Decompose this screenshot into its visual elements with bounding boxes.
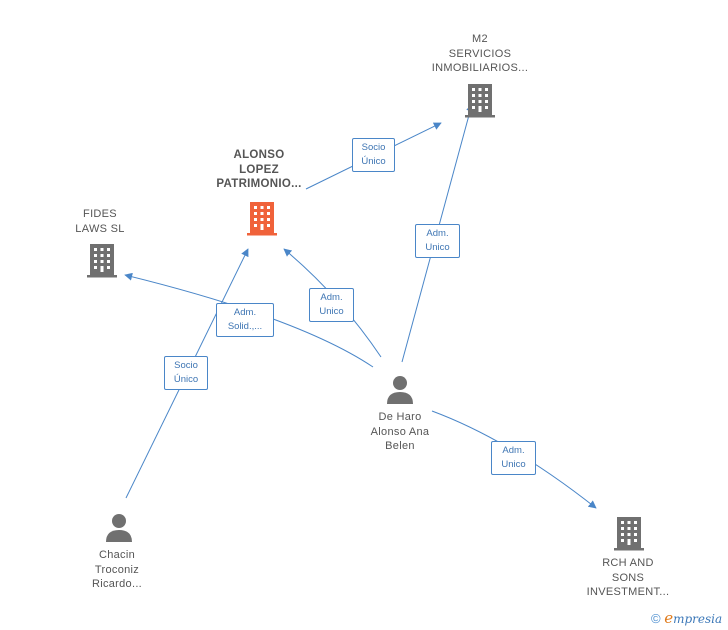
copyright-symbol: ©: [651, 611, 661, 626]
person-icon: [106, 514, 132, 542]
edge-deharo-fides: [124, 272, 374, 368]
person-icon: [387, 376, 413, 404]
brand-e: e: [664, 609, 674, 627]
brand-logo: © empresia: [651, 609, 722, 627]
edge-label-deharo-alonso[interactable]: Adm.Unico: [309, 288, 354, 322]
building-icon: [614, 517, 644, 551]
building-icon: [465, 84, 495, 118]
brand-name: mpresia: [673, 612, 723, 626]
edge-label-deharo-rch[interactable]: Adm.Unico: [491, 441, 536, 475]
edge-label-deharo-fides[interactable]: Adm.Solid.,...: [216, 303, 274, 337]
edge-label-deharo-m2[interactable]: Adm.Unico: [415, 224, 460, 258]
building-icon: [247, 202, 277, 236]
building-icon: [87, 244, 117, 278]
